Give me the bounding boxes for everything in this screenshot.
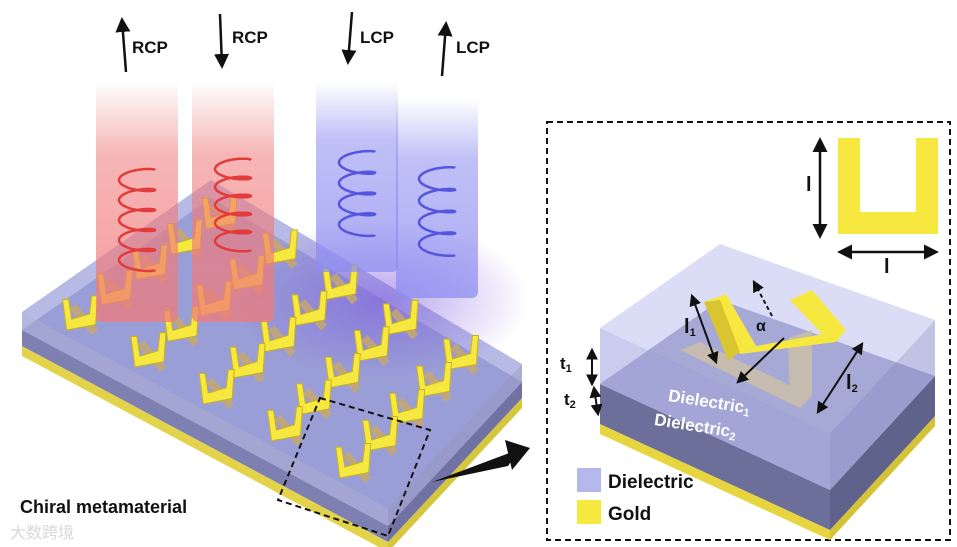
label-u-height: l [806, 174, 812, 196]
lcp-beam-up [396, 98, 478, 298]
beam-label-2: RCP [232, 28, 268, 47]
main-caption: Chiral metamaterial [20, 497, 188, 517]
gold-u-18 [295, 379, 332, 415]
label-alpha: α [756, 318, 766, 335]
lcp-beam-down [316, 82, 398, 272]
gold-u-11 [291, 290, 328, 327]
beam-label-1: RCP [132, 38, 168, 57]
label-t2: t2 [564, 390, 576, 411]
unit-cell-selection [276, 396, 432, 538]
zoom-arrow [432, 440, 530, 482]
rcp-beam-up [96, 82, 178, 322]
gold-u-4 [62, 295, 99, 331]
inset-slab [600, 244, 935, 540]
legend-swatch-gold [577, 500, 601, 524]
lcp-down-arrow [341, 11, 357, 65]
rcp-down-arrow [214, 13, 230, 69]
gold-u-17 [324, 353, 361, 389]
watermark: 大数跨境 [10, 523, 75, 542]
label-u-width: l [884, 256, 890, 278]
beam-label-3: LCP [360, 28, 394, 47]
beam-label-4: LCP [456, 38, 490, 57]
gold-u-23 [362, 416, 399, 452]
label-t1: t1 [560, 354, 572, 375]
gold-u-13 [229, 343, 266, 379]
label-l1: l1 [684, 316, 696, 339]
gold-u-16 [353, 326, 390, 362]
gold-u-21 [415, 362, 453, 398]
lcp-up-arrow [437, 21, 453, 77]
gold-u-20 [442, 335, 479, 371]
inset-frame [546, 121, 951, 541]
gold-u-15 [382, 299, 419, 336]
legend-label-gold: Gold [608, 504, 652, 525]
dim-l2-arrow [816, 341, 864, 415]
rcp-beam-down [192, 82, 274, 322]
legend-swatch-dielectric [577, 468, 601, 492]
u-shape-top-view [838, 138, 938, 234]
dim-l1-arrow [689, 293, 719, 365]
gold-u-22 [389, 389, 426, 425]
gold-u-12 [260, 316, 297, 353]
gold-u-9 [130, 332, 167, 368]
dim-t2-arrow [589, 385, 603, 417]
gold-u-19 [266, 406, 304, 442]
angle-arrow-solid [736, 337, 785, 384]
label-l2: l2 [846, 372, 858, 395]
gold-u-24 [335, 443, 372, 479]
legend-label-dielectric: Dielectric [608, 472, 694, 493]
rcp-up-arrow [115, 17, 131, 73]
gold-u-14 [198, 369, 235, 405]
